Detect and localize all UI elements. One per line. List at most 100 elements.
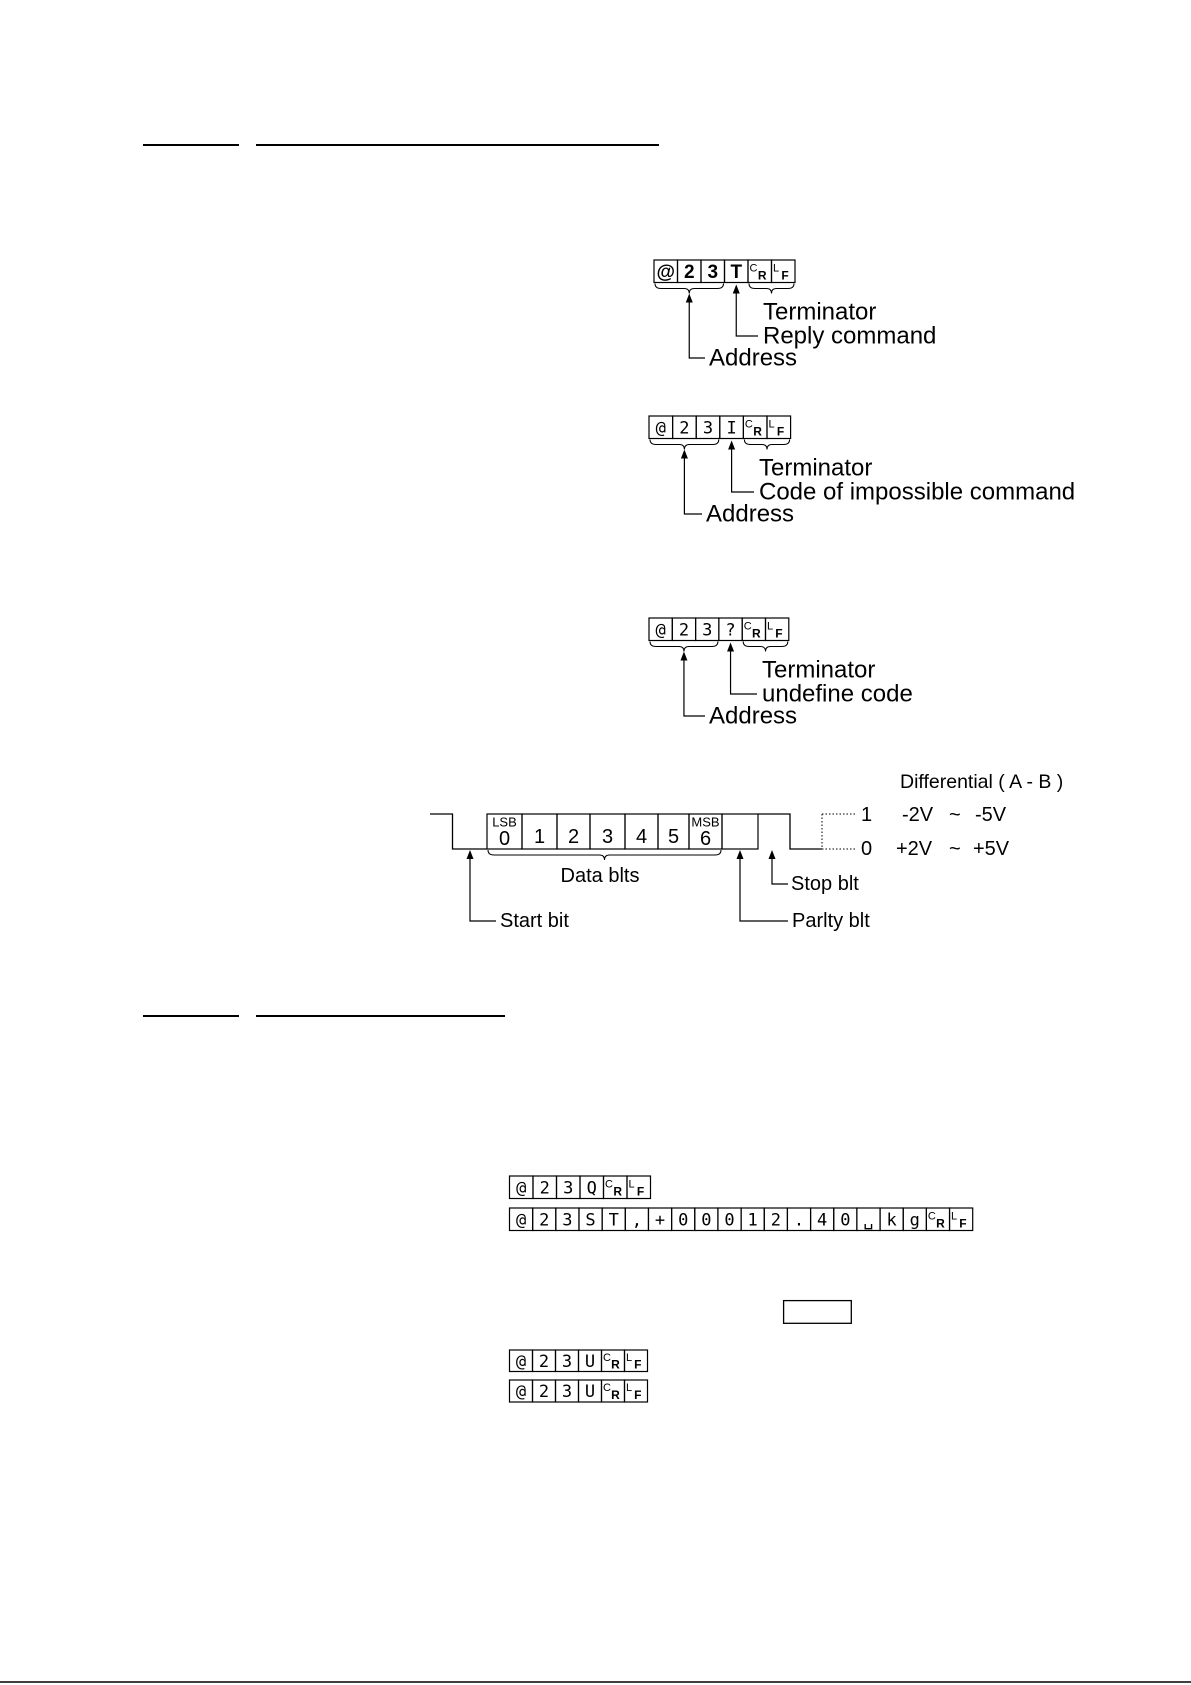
- example-cell-char: g: [910, 1210, 920, 1230]
- address-brace: [654, 283, 724, 294]
- frame-cell-char: ?: [725, 620, 735, 640]
- frame-cell-char: @: [656, 620, 666, 640]
- frame-cell-char: 3: [703, 418, 713, 438]
- reply-command-label: Reply command: [763, 323, 936, 350]
- example-cell-char: 3: [563, 1178, 573, 1198]
- example-cell-border: [623, 1349, 649, 1373]
- bit-number: 1: [534, 826, 545, 848]
- start-bit-label: Start bit: [500, 910, 569, 932]
- carriage-return-symbol: CR: [928, 1210, 945, 1230]
- frame-cell-char: 3: [707, 262, 718, 283]
- terminator-label: Terminator: [763, 299, 876, 326]
- example-cell-char: 2: [539, 1382, 549, 1402]
- data-bits-brace: [487, 849, 722, 861]
- terminator-label: Terminator: [759, 455, 872, 482]
- line-feed-symbol: LF: [951, 1210, 967, 1230]
- address-label: Address: [709, 345, 797, 372]
- line-feed-symbol: LF: [629, 1178, 645, 1198]
- example-cell-char: U: [585, 1382, 595, 1402]
- start-bit-leader-arrowhead: [466, 850, 474, 859]
- address-leader-arrowhead: [685, 293, 693, 303]
- undefine-code-label: undefine code: [762, 681, 913, 708]
- terminator-brace: [748, 283, 795, 294]
- address-label: Address: [706, 501, 794, 528]
- logic-one-voltage-from: -2V: [902, 804, 934, 826]
- frame-cell-border: [766, 415, 792, 440]
- logic-zero-tilde: ~: [949, 838, 961, 860]
- frame-cell-char: @: [656, 418, 666, 438]
- logic-one-voltage-to: -5V: [975, 804, 1007, 826]
- example-cell-border: [626, 1175, 652, 1200]
- example-cell-char: 0: [840, 1210, 850, 1230]
- frame-cell-border: [764, 617, 790, 642]
- address-leader-arrowhead: [680, 449, 688, 459]
- example-cell-char: Q: [587, 1178, 597, 1198]
- bit-cell: [721, 813, 759, 850]
- carriage-return-symbol: CR: [603, 1352, 620, 1372]
- example-cell-char: .: [794, 1210, 804, 1230]
- stop-bit-label: Stop blt: [791, 873, 859, 895]
- bit-number: 6: [700, 828, 711, 850]
- address-label: Address: [709, 703, 797, 730]
- example-cell-char: @: [516, 1352, 526, 1372]
- command-leader-line: [735, 290, 758, 337]
- example-cell-char: +: [655, 1210, 665, 1230]
- blank-key-box: [782, 1299, 852, 1324]
- example-cell-char: 4: [817, 1210, 827, 1230]
- command-leader-arrowhead: [728, 440, 736, 450]
- line-feed-symbol: LF: [767, 620, 783, 640]
- example-cell-char: 3: [562, 1210, 572, 1230]
- carriage-return-symbol: CR: [750, 262, 767, 282]
- example-cell-char: 0: [724, 1210, 734, 1230]
- address-leader-line: [683, 657, 705, 717]
- parity-bit-label: Parlty blt: [792, 910, 870, 932]
- address-leader-line: [688, 299, 705, 359]
- address-brace: [649, 439, 720, 450]
- example-cell-char: ,: [632, 1210, 642, 1230]
- signal-waveform: [430, 813, 822, 850]
- frame-cell-char: 3: [702, 620, 712, 640]
- example-cell-char: U: [585, 1352, 595, 1372]
- example-cell-char: 0: [701, 1210, 711, 1230]
- bit-number: 3: [602, 826, 613, 848]
- example-cell-char: 2: [539, 1352, 549, 1372]
- parity-bit-leader-line: [739, 856, 788, 922]
- carriage-return-symbol: CR: [603, 1382, 620, 1402]
- frame-cell-char: I: [726, 418, 736, 438]
- example-cell-border: [623, 1379, 649, 1403]
- stop-bit-leader-arrowhead: [768, 850, 776, 859]
- bit-number: 2: [568, 826, 579, 848]
- line-feed-symbol: LF: [773, 262, 789, 282]
- example-cell-char: 2: [771, 1210, 781, 1230]
- address-leader-line: [683, 455, 702, 515]
- carriage-return-symbol: CR: [744, 620, 761, 640]
- example-cell-char: S: [585, 1210, 595, 1230]
- example-cell-char: T: [609, 1210, 619, 1230]
- level-reference-dotted: [821, 813, 857, 850]
- address-brace: [649, 641, 719, 652]
- bit-order-label: MSB: [691, 815, 719, 830]
- command-leader-arrowhead: [732, 284, 740, 294]
- carriage-return-symbol: CR: [745, 418, 762, 438]
- example-cell-char: 1: [748, 1210, 758, 1230]
- terminator-brace: [743, 439, 791, 450]
- logic-zero-voltage-to: +5V: [973, 838, 1010, 860]
- example-cell-char: 2: [540, 1178, 550, 1198]
- bit-number: 4: [636, 826, 647, 848]
- example-cell-char: ␣: [863, 1210, 873, 1230]
- frame-cell-border: [770, 259, 796, 284]
- line-feed-symbol: LF: [769, 418, 785, 438]
- example-cell-char: @: [516, 1178, 526, 1198]
- example-cell-char: 3: [562, 1382, 572, 1402]
- start-bit-leader-line: [469, 856, 496, 922]
- frame-cell-char: 2: [684, 262, 695, 283]
- example-cell-border: [948, 1207, 974, 1232]
